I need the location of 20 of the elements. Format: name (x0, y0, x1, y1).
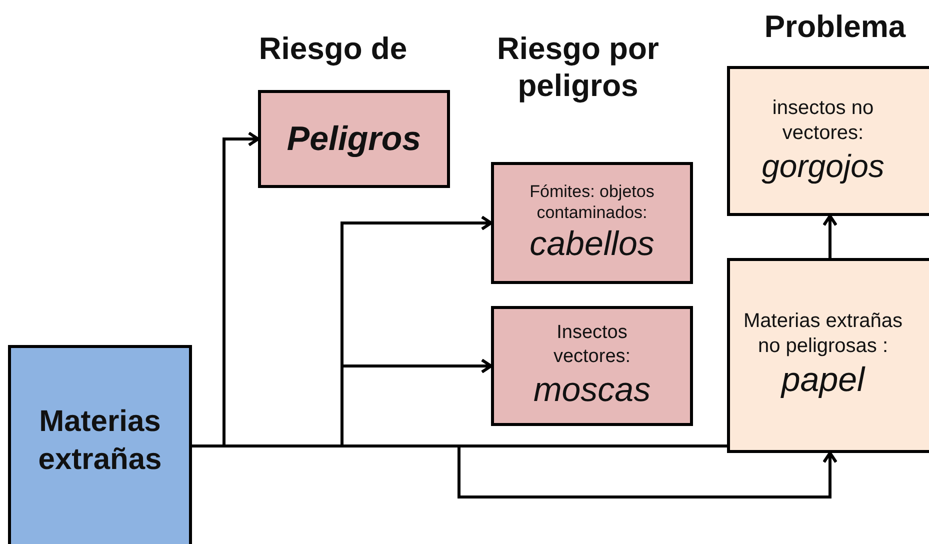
node-description: Insectos vectores: (552, 321, 632, 368)
process-box (727, 66, 929, 216)
process-box (727, 258, 929, 453)
process-box (491, 306, 693, 426)
node-label: cabellos (530, 224, 654, 265)
node-label: Peligros (286, 118, 422, 160)
node-label: Materias extrañas (37, 404, 163, 478)
arrow (822, 214, 838, 258)
heading: Problema (763, 8, 907, 46)
node-label: moscas (533, 370, 651, 410)
process-box (8, 345, 192, 544)
process-box (491, 162, 693, 284)
node-label: papel (781, 360, 865, 402)
node-description: Materias extrañas no peligrosas : (742, 309, 904, 360)
heading: Riesgo por peligros (496, 30, 660, 104)
process-box (258, 90, 450, 188)
node-description: insectos no vectores: (771, 96, 875, 146)
node-label: gorgojos (762, 147, 884, 186)
node-description: Fómites: objetos contaminados: (528, 180, 656, 223)
heading: Riesgo de (258, 30, 408, 68)
